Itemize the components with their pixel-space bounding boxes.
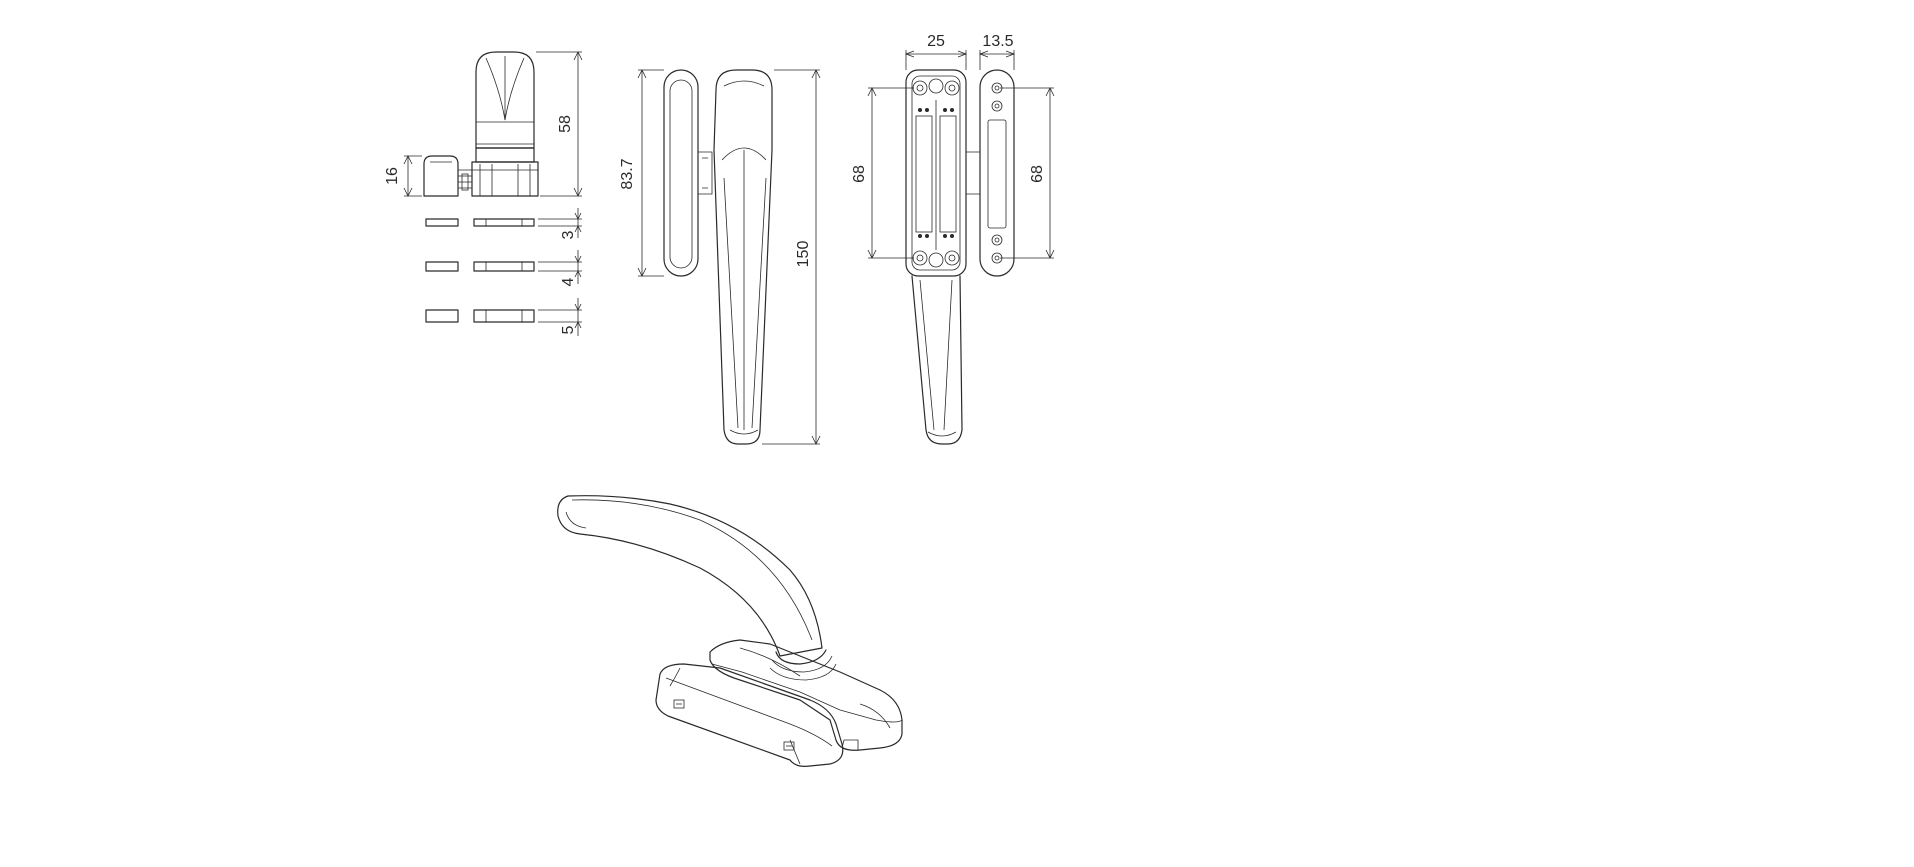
dim-68-plate-label: 68 bbox=[1029, 165, 1046, 183]
front-view: 83.7 150 bbox=[619, 69, 821, 445]
dim-83-7-label: 83.7 bbox=[619, 158, 636, 189]
dimension-25: 25 bbox=[904, 33, 968, 70]
dimension-58: 58 bbox=[536, 51, 583, 197]
dim-16-label: 16 bbox=[384, 167, 401, 185]
dimension-150: 150 bbox=[762, 69, 821, 445]
dim-58-label: 58 bbox=[557, 115, 574, 133]
dim-3-label: 3 bbox=[560, 230, 577, 239]
dimension-16: 16 bbox=[384, 155, 422, 197]
isometric-view bbox=[557, 495, 903, 767]
dimension-83-7: 83.7 bbox=[619, 69, 664, 277]
dim-68-rear-label: 68 bbox=[851, 165, 868, 183]
dim-150-label: 150 bbox=[795, 241, 812, 268]
dimension-68-plate: 68 bbox=[1000, 87, 1055, 259]
dimension-4: 4 bbox=[538, 250, 582, 286]
dim-5-label: 5 bbox=[560, 325, 577, 334]
dimension-68-rear: 68 bbox=[851, 87, 914, 259]
dim-4-label: 4 bbox=[560, 277, 577, 286]
dimension-13-5: 13.5 bbox=[978, 33, 1016, 70]
side-view: 58 16 3 4 5 bbox=[384, 51, 583, 336]
dimension-3: 3 bbox=[538, 208, 582, 239]
dim-13-5-label: 13.5 bbox=[982, 33, 1013, 50]
dim-25-label: 25 bbox=[927, 33, 945, 50]
dimension-5: 5 bbox=[538, 298, 582, 336]
rear-view: 25 13.5 68 68 bbox=[851, 33, 1055, 445]
